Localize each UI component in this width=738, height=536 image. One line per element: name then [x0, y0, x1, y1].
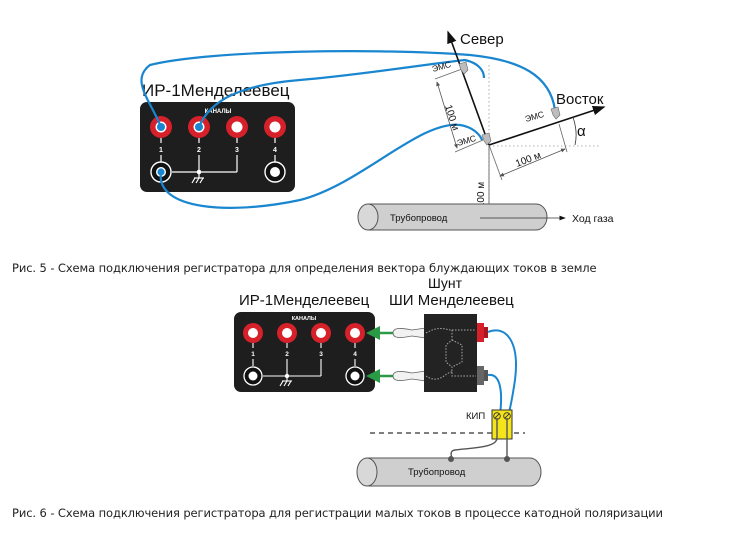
device-label: ИР-1Менделеевец — [142, 81, 290, 100]
channel-label-4: 4 — [353, 351, 357, 358]
east-axis — [488, 105, 606, 146]
gas-flow-label: Ход газа — [572, 213, 614, 225]
plug-top — [392, 327, 427, 339]
figure-6: ИР-1Менделеевец Шунт ШИ Менделеевец КАНА… — [234, 275, 542, 487]
channel-label-2: 2 — [285, 351, 289, 358]
compass-geometry: α 100 м 100 м 100 м ЭМС ЭМС ЭМС Север В — [431, 30, 606, 220]
figure-6-caption: Рис. 6 - Схема подключения регистратора … — [12, 506, 663, 520]
channel-label-3: 3 — [319, 351, 323, 358]
arrow-to-channel-4 — [366, 326, 380, 340]
wire-ch2 — [197, 58, 486, 128]
channel-label-4: 4 — [273, 147, 277, 154]
connection-arrows — [366, 326, 393, 383]
panel-header: КАНАЛЫ — [205, 109, 232, 115]
electrode-north — [458, 61, 469, 75]
wire-shunt-red — [487, 329, 517, 416]
terminal-4[interactable] — [345, 323, 365, 343]
ground-terminal-4[interactable] — [345, 366, 365, 386]
pipe-label: Трубопровод — [408, 467, 466, 478]
recorder-panel: КАНАЛЫ 1 2 3 4 — [234, 312, 375, 392]
wire-ch1 — [140, 50, 557, 128]
wires-fig6 — [487, 329, 517, 416]
wire-shunt-gray — [487, 373, 503, 416]
arrow-to-ground-4 — [366, 369, 380, 383]
wire-ground — [159, 123, 484, 209]
channel-label-2: 2 — [197, 147, 201, 154]
channel-label-3: 3 — [235, 147, 239, 154]
shunt-name: ШИ Менделеевец — [389, 292, 514, 309]
figure-5: ИР-1Менделеевец КАНАЛЫ 1 2 — [140, 30, 614, 231]
channel-label-1: 1 — [251, 351, 255, 358]
electrode-label-center: ЭМС — [456, 133, 477, 148]
shunt-terminal-red[interactable] — [477, 323, 484, 342]
channel-label-1: 1 — [159, 147, 163, 154]
terminal-2[interactable] — [277, 323, 297, 343]
electrode-label-north: ЭМС — [431, 59, 452, 74]
north-axis — [447, 30, 490, 146]
shunt-terminal-gray[interactable] — [477, 366, 484, 385]
north-label: Север — [460, 31, 504, 48]
terminal-3[interactable] — [311, 323, 331, 343]
shunt-title: Шунт — [428, 275, 463, 291]
device-label: ИР-1Менделеевец — [239, 292, 370, 309]
shunt-device — [424, 314, 488, 392]
distance-label-pipe: 100 м — [476, 182, 487, 208]
electrode-east — [550, 106, 561, 120]
terminal-1[interactable] — [243, 323, 263, 343]
pipeline-fig5: Трубопровод Ход газа — [357, 203, 614, 231]
pipe-label: Трубопровод — [390, 213, 448, 224]
wires-fig5 — [140, 50, 557, 209]
ground-terminal-4[interactable] — [264, 161, 286, 183]
distance-label-north: 100 м — [442, 104, 461, 133]
east-label: Восток — [556, 91, 604, 108]
plug-bottom — [392, 370, 427, 382]
electrode-label-east: ЭМС — [524, 109, 545, 124]
kip-box: КИП — [466, 409, 513, 440]
panel-header: КАНАЛЫ — [292, 316, 317, 322]
ground-terminal-1[interactable] — [243, 366, 263, 386]
distance-label-east: 100 м — [514, 150, 543, 170]
pipeline-fig6: Трубопровод — [356, 418, 542, 487]
electrode-center — [481, 132, 492, 146]
recorder-panel: КАНАЛЫ 1 2 3 4 — [140, 102, 295, 192]
terminal-4[interactable] — [264, 116, 286, 138]
angle-alpha: α — [577, 123, 586, 140]
figure-5-caption: Рис. 5 - Схема подключения регистратора … — [12, 261, 597, 275]
terminal-3[interactable] — [226, 116, 248, 138]
kip-label: КИП — [466, 411, 485, 422]
